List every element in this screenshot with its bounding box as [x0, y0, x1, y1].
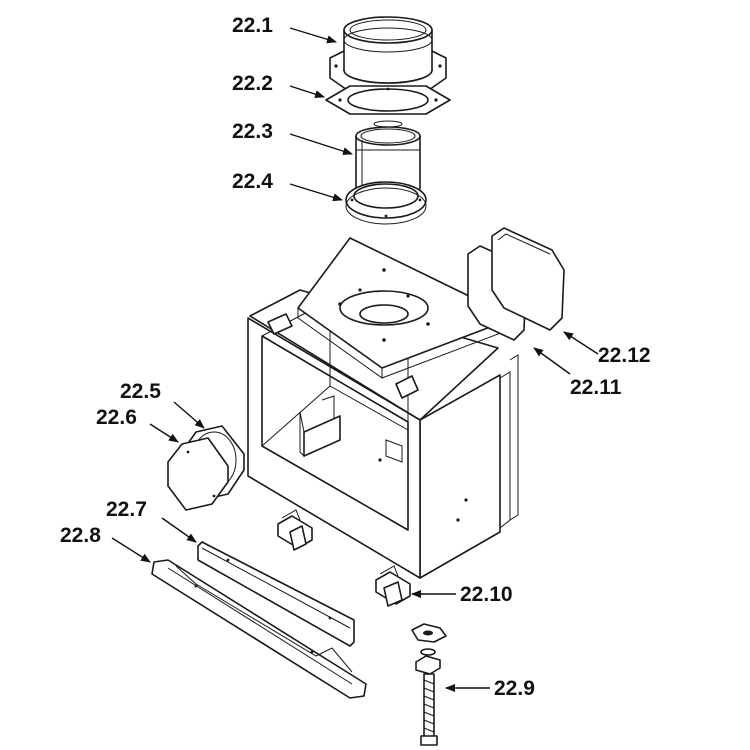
label-22-4: 22.4	[232, 170, 273, 193]
top-plate	[297, 237, 515, 379]
label-22-6: 22.6	[96, 406, 137, 429]
side-gasket-part	[491, 227, 565, 331]
label-22-10: 22.10	[460, 583, 513, 606]
leader-22-12	[563, 331, 599, 355]
flange-ring-part	[345, 181, 427, 225]
leveling-bracket-right	[375, 565, 411, 607]
leader-22-4	[289, 183, 343, 202]
leader-arrows	[111, 27, 599, 692]
leveling-bracket-left	[277, 509, 313, 551]
leader-22-11	[533, 347, 571, 375]
leader-22-5	[173, 401, 205, 429]
label-22-1: 22.1	[232, 14, 273, 37]
trim-strip-part	[197, 541, 355, 647]
label-22-2: 22.2	[232, 72, 273, 95]
gasket-part	[325, 85, 451, 115]
label-22-5: 22.5	[120, 380, 161, 403]
leader-22-7	[161, 517, 197, 543]
label-22-7: 22.7	[106, 498, 147, 521]
label-22-9: 22.9	[494, 677, 535, 700]
leader-22-6	[149, 423, 179, 443]
leader-22-1	[289, 27, 337, 44]
flue-pipe-part	[355, 120, 421, 198]
leader-22-8	[111, 537, 151, 563]
cover-gasket-part	[167, 437, 229, 511]
leveling-bolt-part	[411, 623, 447, 746]
flue-collar-part	[329, 16, 447, 93]
leader-22-2	[289, 85, 325, 99]
bottom-frame-part	[151, 559, 367, 699]
label-22-3: 22.3	[232, 120, 273, 143]
firebox-body	[247, 289, 519, 579]
part-labels: 22.1 22.2 22.3 22.4 22.5 22.6 22.7 22.8 …	[60, 14, 651, 700]
label-22-11: 22.11	[570, 376, 622, 399]
label-22-12: 22.12	[598, 344, 651, 367]
label-22-8: 22.8	[60, 524, 101, 547]
leader-22-3	[289, 133, 353, 156]
